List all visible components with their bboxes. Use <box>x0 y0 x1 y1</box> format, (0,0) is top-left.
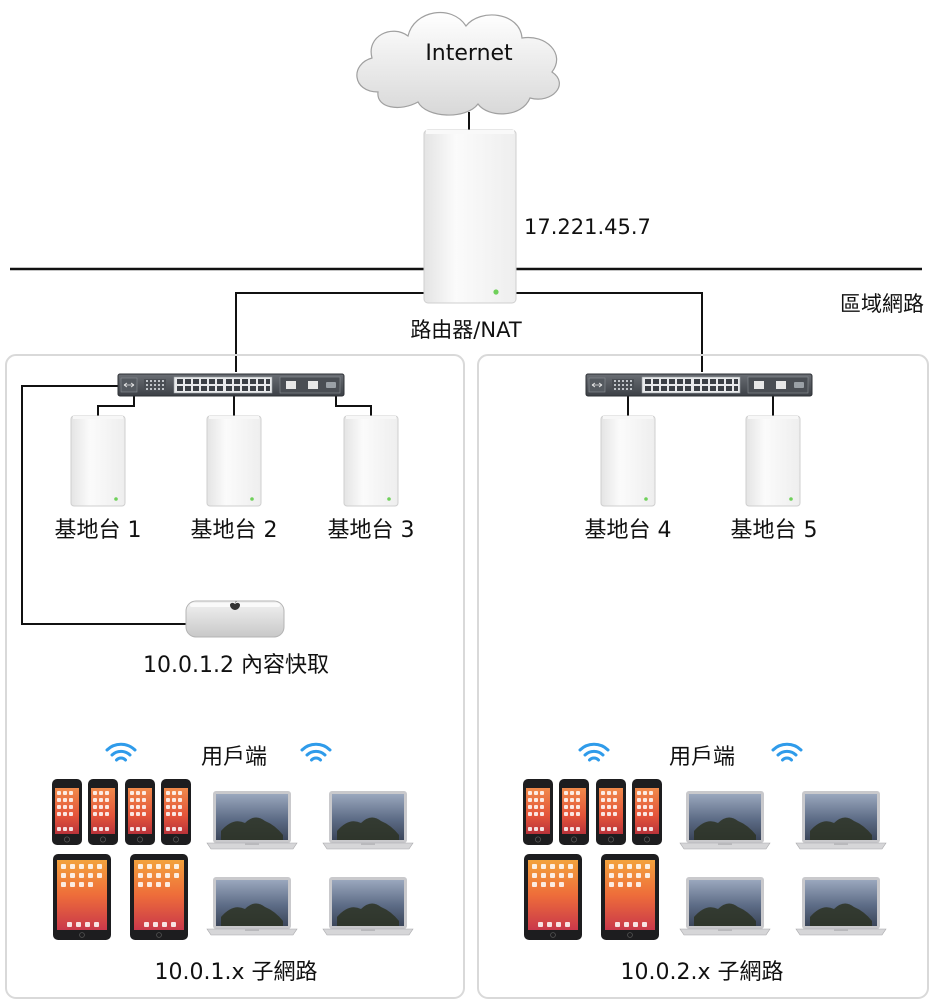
router-ip: 17.221.45.7 <box>524 215 651 239</box>
airport-router-icon <box>423 129 517 304</box>
cloud-icon <box>356 11 560 116</box>
wifi-icon <box>105 742 137 762</box>
router-label: 路由器/NAT <box>410 318 522 342</box>
ipad-icon <box>600 853 660 941</box>
iphone-icon <box>124 778 156 846</box>
mac-mini-icon <box>185 600 285 638</box>
airport-base-station-icon <box>745 415 801 507</box>
airport-base-station-icon <box>206 415 262 507</box>
station-label: 基地台 4 <box>585 518 672 543</box>
cache-label: 10.0.1.2 內容快取 <box>143 653 329 678</box>
ethernet-switch-icon <box>585 373 813 397</box>
iphone-icon <box>595 778 627 846</box>
station-3-link <box>335 396 372 416</box>
iphone-icon <box>87 778 119 846</box>
macbook-icon <box>795 790 887 850</box>
macbook-icon <box>322 790 414 850</box>
station-label: 基地台 5 <box>731 518 818 543</box>
uplink-left <box>235 292 430 372</box>
iphone-icon <box>558 778 590 846</box>
iphone-icon <box>631 778 663 846</box>
macbook-icon <box>679 876 771 936</box>
station-label: 基地台 1 <box>55 518 142 543</box>
macbook-icon <box>206 876 298 936</box>
station-1-link <box>97 396 135 416</box>
station-label: 基地台 2 <box>191 518 278 543</box>
macbook-icon <box>679 790 771 850</box>
iphone-icon <box>51 778 83 846</box>
lan-label: 區域網路 <box>840 292 924 316</box>
wifi-icon <box>578 742 610 762</box>
subnet-label: 10.0.2.x 子網路 <box>621 960 784 985</box>
macbook-icon <box>322 876 414 936</box>
cache-link <box>21 385 186 625</box>
ipad-icon <box>523 853 583 941</box>
ipad-icon <box>129 853 189 941</box>
internet-label: Internet <box>425 41 513 66</box>
macbook-icon <box>206 790 298 850</box>
airport-base-station-icon <box>600 415 656 507</box>
wifi-icon <box>300 742 332 762</box>
iphone-icon <box>522 778 554 846</box>
subnet-label: 10.0.1.x 子網路 <box>155 960 318 985</box>
clients-label: 用戶端 <box>201 745 267 770</box>
subnet-panel-left <box>5 354 465 999</box>
airport-base-station-icon <box>70 415 126 507</box>
wifi-icon <box>771 742 803 762</box>
airport-base-station-icon <box>343 415 399 507</box>
ethernet-switch-icon <box>117 373 345 397</box>
iphone-icon <box>160 778 192 846</box>
station-label: 基地台 3 <box>328 518 415 543</box>
clients-label: 用戶端 <box>669 745 735 770</box>
uplink-right <box>508 292 703 372</box>
macbook-icon <box>795 876 887 936</box>
ipad-icon <box>52 853 112 941</box>
subnet-panel-right <box>477 354 929 999</box>
